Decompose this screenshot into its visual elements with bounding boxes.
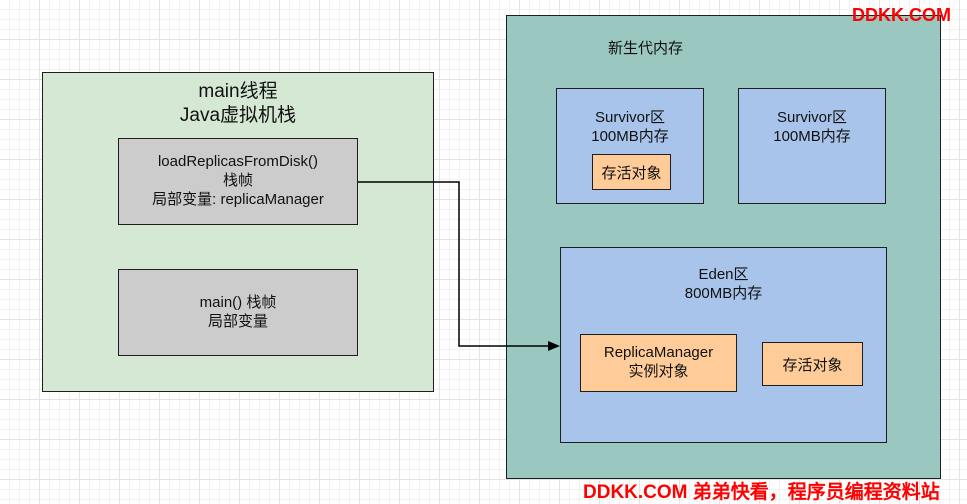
watermark-top: DDKK.COM <box>852 5 951 25</box>
replica-object-line2: 实例对象 <box>628 363 689 380</box>
replica-manager-object: ReplicaManager 实例对象 <box>580 334 737 392</box>
frame1-local-var: 局部变量: replicaManager <box>152 190 324 208</box>
survivor1-size: 100MB内存 <box>591 127 669 145</box>
survivor1-live-object: 存活对象 <box>592 154 671 190</box>
survivor-region-1: Survivor区 100MB内存 <box>556 88 704 204</box>
survivor2-size: 100MB内存 <box>773 127 851 145</box>
replica-object-line1: ReplicaManager <box>603 344 714 362</box>
thread-title-line1: main线程 <box>198 81 278 102</box>
frame1-label: 栈帧 <box>222 172 253 190</box>
survivor2-title: Survivor区 <box>776 109 847 126</box>
watermark-bottom: DDKK.COM 弟弟快看，程序员编程资料站 <box>583 482 940 503</box>
frame2-method: main() 栈帧 <box>199 293 277 311</box>
eden-title: Eden区 800MB内存 <box>560 266 887 304</box>
stack-frame-loadReplicasFromDisk: loadReplicasFromDisk() 栈帧 局部变量: replicaM… <box>118 138 358 225</box>
thread-title-line2: Java虚拟机栈 <box>179 104 297 126</box>
eden-live-object: 存活对象 <box>762 342 863 386</box>
frame1-method: loadReplicasFromDisk() <box>157 153 319 171</box>
frame2-local-var: 局部变量 <box>207 312 268 330</box>
thread-title: main线程 Java虚拟机栈 <box>42 80 434 128</box>
stack-frame-main: main() 栈帧 局部变量 <box>118 269 358 356</box>
survivor1-title: Survivor区 <box>594 109 665 126</box>
eden-title-line1: Eden区 <box>698 266 749 283</box>
eden-title-line2: 800MB内存 <box>684 284 763 302</box>
young-generation-title: 新生代内存 <box>608 40 684 57</box>
survivor-region-2: Survivor区 100MB内存 <box>738 88 886 204</box>
